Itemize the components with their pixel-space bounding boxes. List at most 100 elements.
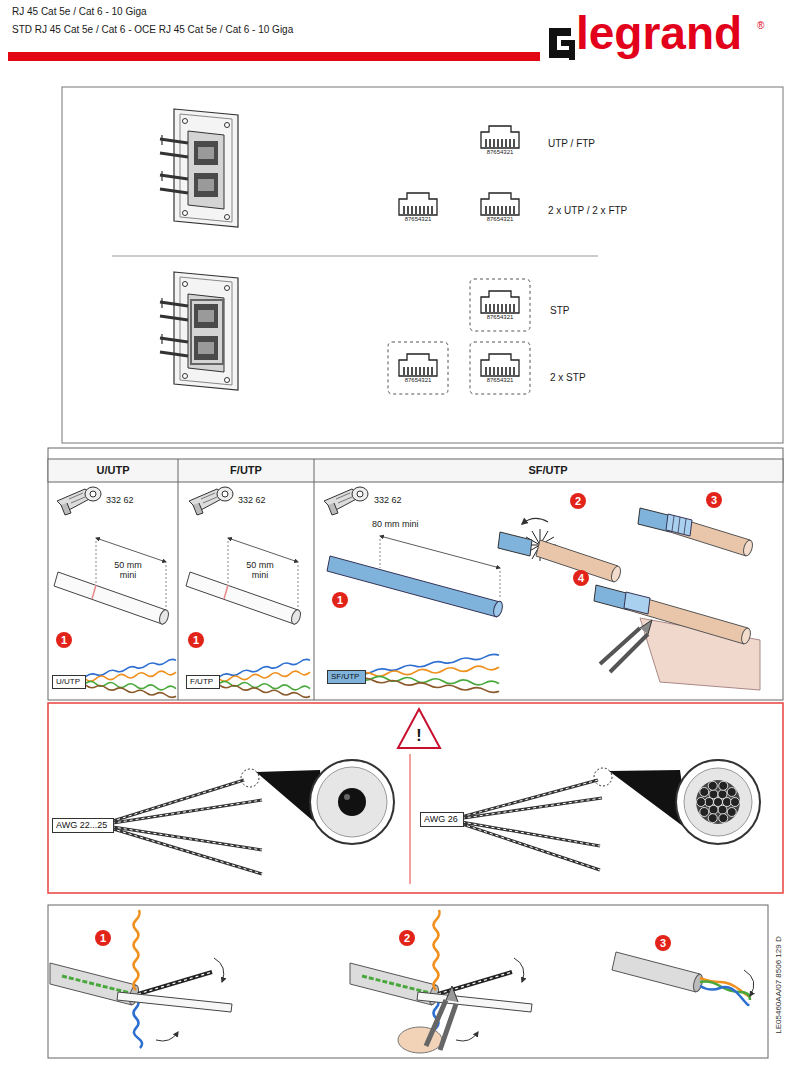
- stranded-conductor-magnifier: [718, 805, 727, 814]
- callout-digit: 3: [706, 492, 722, 508]
- stranded-conductor-magnifier: [727, 808, 736, 817]
- solid-conductor-magnifier: [241, 769, 259, 787]
- socket-types-panel: [160, 109, 238, 227]
- tool-reference: 332 62: [106, 495, 134, 505]
- pair-preparation-panel: [426, 1000, 456, 1050]
- wire-gauge-warning-panel: [48, 703, 783, 893]
- pin-numbers: 87654321: [405, 377, 432, 383]
- stranded-conductor-magnifier: [594, 768, 612, 786]
- socket-types-panel: [388, 342, 448, 394]
- callout-number: 1: [188, 632, 204, 648]
- solid-conductor-magnifier: [241, 760, 394, 844]
- twisted-pairs: [450, 798, 602, 820]
- pin-numbers: 87654321: [487, 377, 514, 383]
- socket-types-panel: [481, 126, 519, 148]
- header-bar: [561, 40, 575, 60]
- pin-numbers: 87654321: [487, 149, 514, 155]
- cable-type-tag: U/UTP: [52, 675, 86, 689]
- wire-gauge-warning-panel: [48, 703, 783, 893]
- twisted-pairs: [100, 825, 262, 850]
- cable-stripping-panel: [740, 627, 752, 645]
- table-header: SF/UTP: [528, 464, 567, 477]
- pair-preparation-panel: [48, 905, 768, 1058]
- cable-stripping-panel: [314, 459, 315, 700]
- stranded-conductor-magnifier: [700, 808, 709, 817]
- tag-text: AWG 22...25: [56, 819, 110, 832]
- socket-type: 2 x UTP / 2 x FTP: [548, 205, 627, 217]
- twisted-pairs: [100, 825, 262, 874]
- tag-text: AWG 26: [424, 813, 460, 826]
- stranded-conductor-magnifier: [697, 798, 706, 807]
- cable-stripping-panel: [640, 620, 652, 634]
- socket-types-panel: [112, 256, 598, 257]
- document-code: LE05460AA/07 8506 129 D: [774, 936, 783, 1033]
- stranded-conductor-magnifier: [719, 781, 728, 790]
- callout-number: 2: [570, 493, 586, 509]
- table-header: U/UTP: [97, 464, 130, 477]
- stranded-conductor-magnifier: [676, 760, 760, 844]
- tool-reference: 332 62: [374, 495, 402, 505]
- twisted-pairs: [100, 780, 244, 825]
- tag-text: U/UTP: [56, 676, 82, 688]
- pair-preparation-panel: [700, 986, 748, 1005]
- cable-stripping-panel: [327, 556, 500, 617]
- solid-conductor-magnifier: [317, 767, 387, 837]
- socket-types-panel: [481, 193, 519, 215]
- stranded-conductor-magnifier: [719, 814, 728, 823]
- socket-types-panel: [470, 342, 530, 394]
- pin-numbers: 87654321: [487, 314, 514, 320]
- strip-length: 80 mm mini: [372, 519, 419, 529]
- table-header: F/UTP: [230, 464, 262, 477]
- strip-length: 50 mm mini: [243, 560, 277, 581]
- stranded-conductor-magnifier: [718, 790, 727, 799]
- cable-stripping-panel: [189, 487, 233, 515]
- solid-conductor-magnifier: [344, 794, 350, 800]
- callout-digit: 1: [95, 930, 111, 946]
- product-range-line: RJ 45 Cat 5e / Cat 6 - 10 Giga: [12, 6, 147, 18]
- callout-number: 1: [56, 632, 72, 648]
- cable-stripping-panel: [492, 600, 504, 618]
- stranded-conductor-magnifier: [708, 781, 717, 790]
- socket-types-panel: [399, 354, 437, 376]
- warning-mark: !: [416, 728, 421, 744]
- stranded-conductor-magnifier: [709, 790, 718, 799]
- solid-conductor-magnifier: [338, 788, 366, 816]
- twisted-pairs: [100, 780, 244, 825]
- socket-types-panel: [481, 291, 519, 313]
- callout-digit: 2: [399, 930, 415, 946]
- twisted-pairs: [100, 825, 262, 874]
- socket-types-panel: [62, 87, 783, 443]
- pin-numbers: 87654321: [487, 216, 514, 222]
- solid-conductor-magnifier: [310, 760, 394, 844]
- twisted-pairs: [450, 780, 598, 820]
- stranded-conductor-magnifier: [697, 781, 740, 822]
- twisted-pairs: [450, 780, 598, 820]
- pair-preparation-panel: [48, 905, 768, 1058]
- cable-stripping-panel: [345, 654, 499, 692]
- tool-reference: 332 62: [238, 495, 266, 505]
- cable-stripping-panel: [324, 487, 368, 515]
- pair-preparation-panel: [612, 952, 700, 992]
- twisted-pairs: [450, 820, 600, 870]
- callout-number: 4: [573, 570, 589, 586]
- wire-gauge-warning-panel: [398, 709, 440, 748]
- pair-preparation-panel: [50, 910, 232, 1048]
- socket-types-panel: [481, 354, 519, 376]
- socket-types-panel: [160, 272, 238, 390]
- stranded-conductor-magnifier: [700, 788, 709, 797]
- socket-types-panel: [470, 279, 530, 331]
- cable-type-tag: F/UTP: [186, 675, 220, 689]
- callout-digit: 1: [188, 632, 204, 648]
- cable-stripping-panel: [498, 532, 532, 556]
- twisted-pairs: [100, 800, 262, 825]
- callout-digit: 4: [573, 570, 589, 586]
- socket-type: UTP / FTP: [548, 138, 595, 150]
- stranded-conductor-magnifier: [727, 788, 736, 797]
- header-bar: [8, 52, 540, 61]
- callout-number: 2: [399, 930, 415, 946]
- stranded-conductor-magnifier: [731, 798, 740, 807]
- cable-stripping-panel: [54, 538, 170, 625]
